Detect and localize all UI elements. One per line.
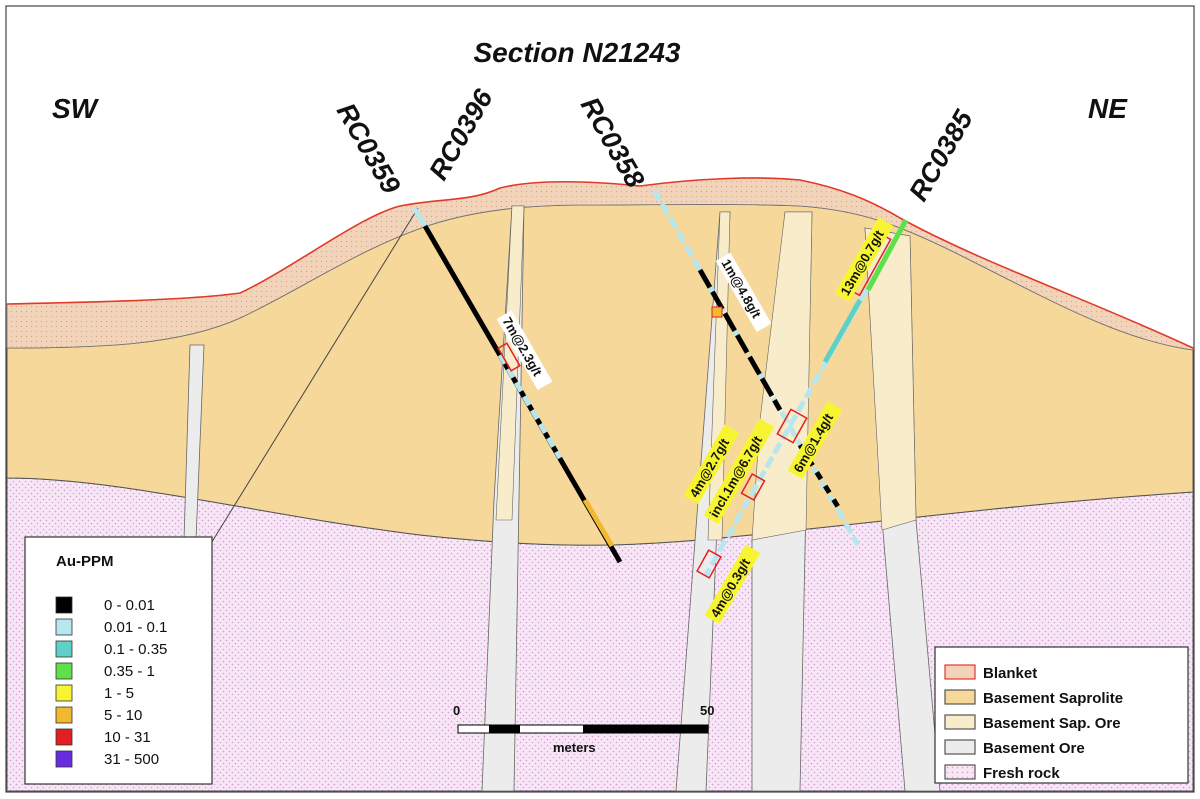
grade-legend-swatch: [55, 684, 73, 702]
fault-line: [209, 207, 419, 546]
grade-legend-label: 0 - 0.01: [104, 597, 155, 614]
lithology-legend-label: Basement Sap. Ore: [983, 715, 1121, 732]
lithology-legend-swatch: [944, 714, 976, 730]
grade-legend: Au-PPM 0 - 0.01 0.01 - 0.1 0.1 - 0.35 0.35 …: [24, 536, 213, 785]
direction-ne: NE: [1088, 93, 1128, 124]
lithology-legend-label: Blanket: [983, 665, 1037, 682]
grade-legend-label: 5 - 10: [104, 707, 142, 724]
grade-legend-swatch: [55, 706, 73, 724]
grade-legend-label: 0.01 - 0.1: [104, 619, 167, 636]
grade-legend-label: 0.35 - 1: [104, 663, 155, 680]
lithology-legend-swatch: [944, 739, 976, 755]
scale-bar-unit: meters: [553, 740, 596, 755]
drillhole-rc0359-trace: [411, 206, 430, 230]
lithology-legend-label: Basement Ore: [983, 740, 1085, 757]
grade-legend-label: 1 - 5: [104, 685, 134, 702]
ore-vein-5-upper: [864, 227, 917, 531]
grade-legend-label: 0.1 - 0.35: [104, 641, 167, 658]
lithology-legend-label: Fresh rock: [983, 765, 1060, 782]
lithology-legend-label: Basement Saprolite: [983, 690, 1123, 707]
drillhole-rc0396-trace: [422, 224, 623, 564]
lithology-legend-swatch: [944, 764, 976, 780]
topographic-surface: [6, 177, 1194, 349]
grade-legend-swatch: [55, 618, 73, 636]
grade-legend-title: Au-PPM: [56, 553, 114, 570]
grade-legend-label: 10 - 31: [104, 729, 151, 746]
grade-legend-swatch: [55, 640, 73, 658]
section-title: Section N21243: [474, 37, 681, 68]
grade-legend-swatch: [55, 728, 73, 746]
grade-legend-swatch: [55, 750, 73, 768]
scale-bar-end: 50: [700, 703, 714, 718]
grade-legend-swatch: [55, 596, 73, 614]
drillhole-rc0358-trace: [651, 188, 861, 547]
lithology-legend-swatch: [944, 664, 976, 680]
grade-legend-label: 31 - 500: [104, 751, 159, 768]
ore-vein-2-upper: [495, 205, 525, 521]
scale-bar-start: 0: [453, 703, 460, 718]
direction-sw: SW: [52, 93, 100, 124]
grade-legend-swatch: [55, 662, 73, 680]
lithology-legend-swatch: [944, 689, 976, 705]
scale-bar: 0 50 meters: [453, 703, 714, 755]
